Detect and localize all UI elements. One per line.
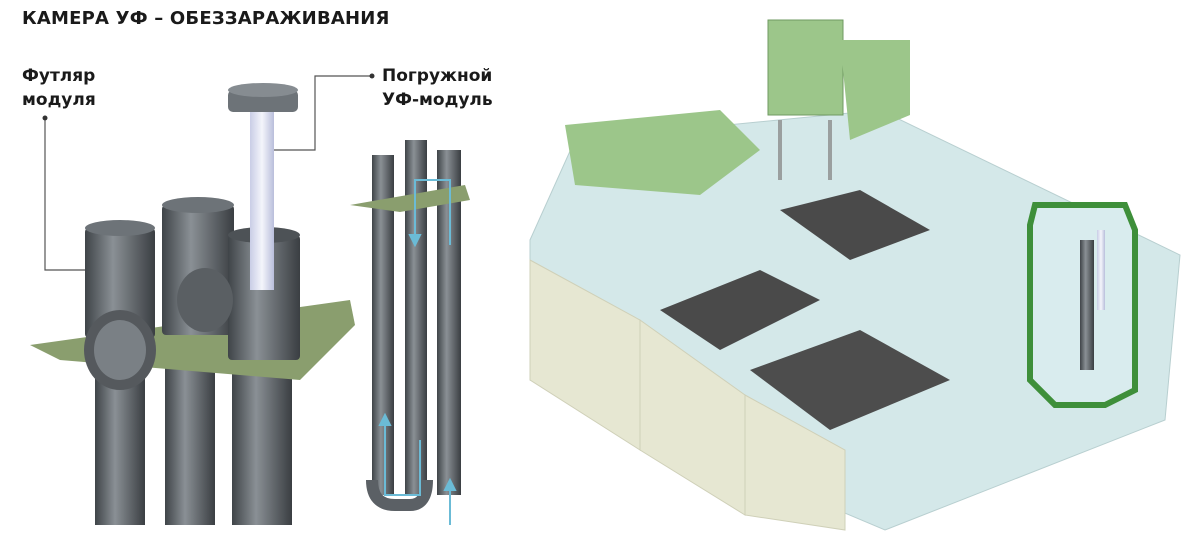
label-line: Футляр	[22, 66, 96, 86]
uv-module-case-illustration	[30, 83, 355, 525]
leader-lines	[44, 75, 372, 271]
label-submersible-uv-module: Погружной УФ-модуль	[382, 64, 493, 112]
label-line: модуля	[22, 90, 96, 110]
treatment-plant-illustration	[529, 19, 1181, 531]
label-line: УФ-модуль	[382, 90, 493, 110]
label-line: Погружной	[382, 66, 493, 86]
label-module-case: Футляр модуля	[22, 64, 96, 112]
uv-flow-scheme-illustration	[350, 140, 470, 525]
diagram-title: КАМЕРА УФ – ОБЕЗЗАРАЖИВАНИЯ	[22, 8, 390, 29]
